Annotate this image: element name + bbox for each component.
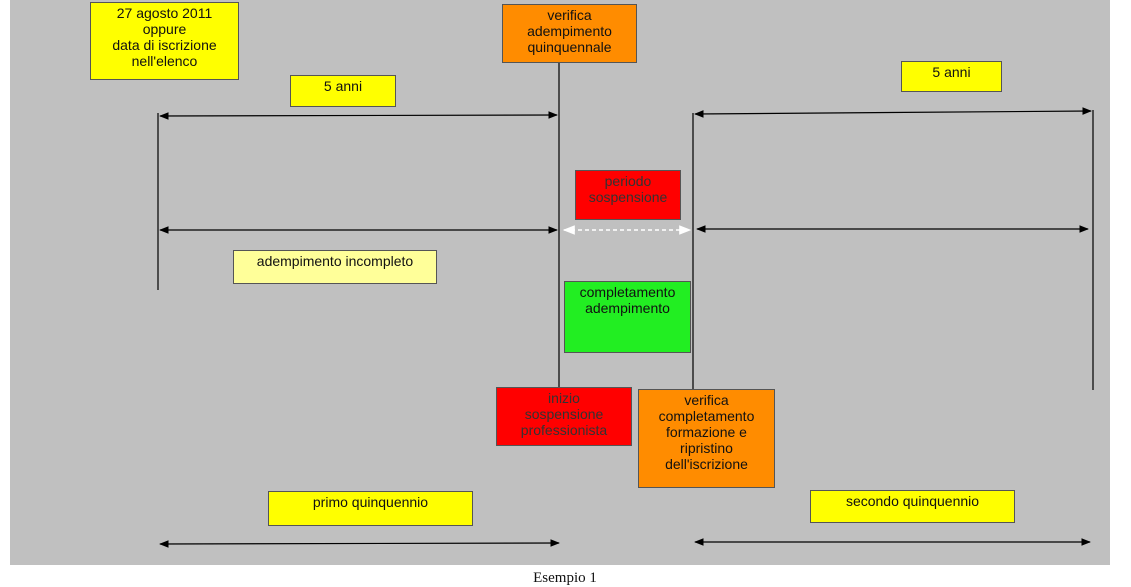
diagram-canvas [10,0,1110,565]
arrow-5-anni-2 [694,107,1092,118]
arrow-5-anni-1 [159,111,558,120]
adempimento-incompleto-box: adempimento incompleto [233,250,437,284]
cinque-anni-box-1: 5 anni [290,75,396,107]
completamento-adempimento-box: completamento adempimento [564,281,691,353]
arrow-primo-quinquennio [159,539,560,548]
periodo-sospensione-box: periodo sospensione [575,170,681,220]
cinque-anni-box-2: 5 anni [901,61,1002,92]
verifica-completamento-box: verifica completamento formazione e ripr… [638,389,775,488]
primo-quinquennio-box: primo quinquennio [268,491,473,526]
figure-caption: Esempio 1 [533,570,597,586]
verifica-quinquennale-box: verifica adempimento quinquennale [502,4,637,63]
secondo-quinquennio-box: secondo quinquennio [810,490,1015,523]
inizio-sospensione-box: inizio sospensione professionista [496,387,632,446]
start-date-box: 27 agosto 2011 oppure data di iscrizione… [90,2,239,80]
